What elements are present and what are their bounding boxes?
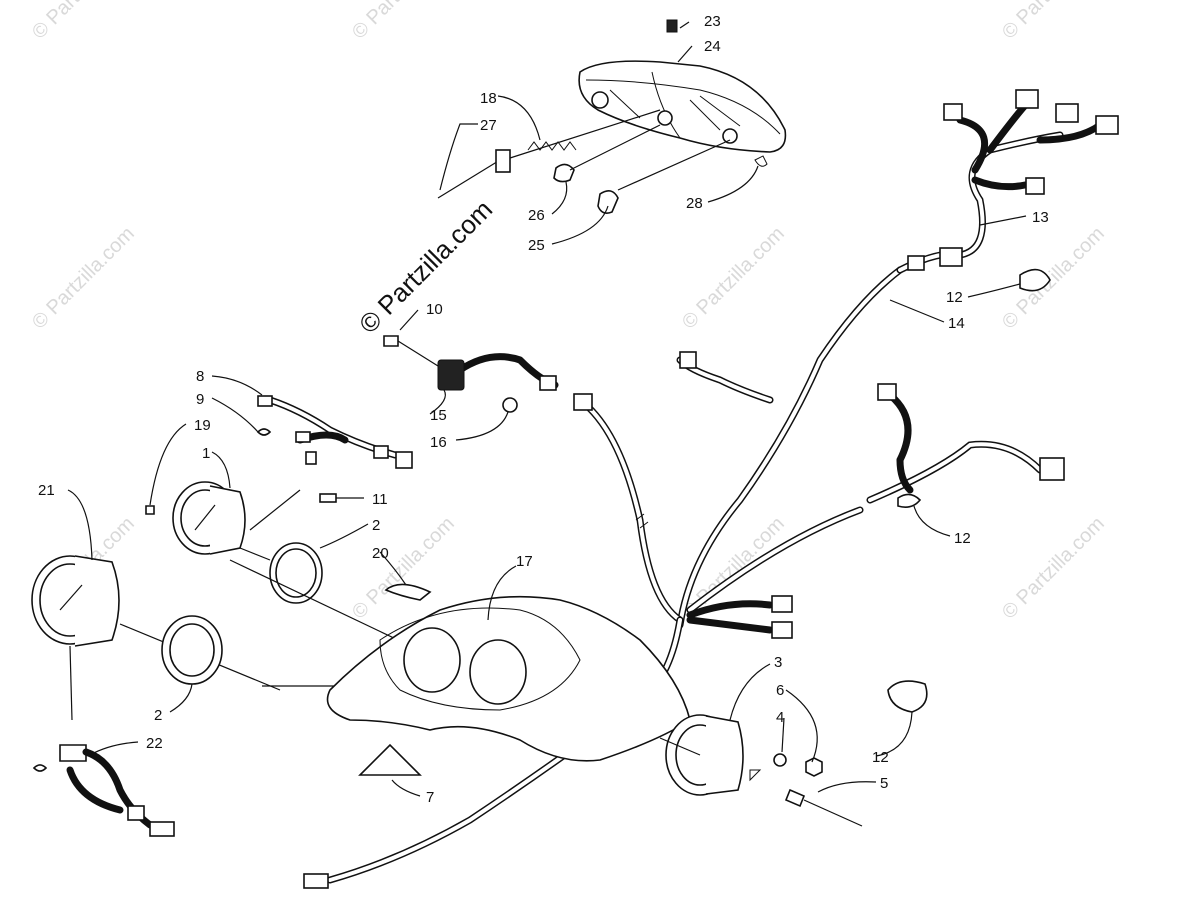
watermark: © Partzilla.com xyxy=(348,513,459,624)
callout-label: 25 xyxy=(528,237,545,254)
callout-label: 2 xyxy=(154,707,162,724)
callouts: 23 24 18 27 26 25 28 13 12 14 10 15 16 8… xyxy=(38,13,1049,806)
connector-icon xyxy=(907,255,925,271)
callout-label: 26 xyxy=(528,207,545,224)
connector-icon xyxy=(939,247,963,267)
callout-label: 5 xyxy=(880,775,888,792)
callout-label: 8 xyxy=(196,368,204,385)
clip-icon xyxy=(887,268,1051,713)
callout-label: 23 xyxy=(704,13,721,30)
bezel-ring-icon xyxy=(161,542,441,687)
connector-icon xyxy=(1015,89,1039,109)
callout-label: 14 xyxy=(948,315,965,332)
connector-icon xyxy=(877,383,897,401)
bolt-spring-icon xyxy=(437,109,768,214)
callout-label: 28 xyxy=(686,195,703,212)
callout-label: 18 xyxy=(480,90,497,107)
callout-label: 3 xyxy=(774,654,782,671)
connector-icon xyxy=(943,103,963,121)
callout-label: 22 xyxy=(146,735,163,752)
callout-label: 16 xyxy=(430,434,447,451)
callout-label: 17 xyxy=(516,553,533,570)
connector-icon xyxy=(1095,115,1119,135)
callout-label: 12 xyxy=(954,530,971,547)
callout-label: 15 xyxy=(430,407,447,424)
watermark: © Partzilla.com xyxy=(998,0,1109,44)
callout-label: 13 xyxy=(1032,209,1049,226)
small-harness-icon xyxy=(383,335,559,413)
callout-label: 11 xyxy=(372,491,388,508)
watermark: © Partzilla.com xyxy=(998,513,1109,624)
connector-icon xyxy=(771,621,793,639)
wiring-harness-icon xyxy=(303,89,1119,889)
connector-icon xyxy=(303,873,329,889)
headlight-icon xyxy=(578,19,787,153)
callout-label: 4 xyxy=(776,709,784,726)
callout-label: 7 xyxy=(426,789,434,806)
gauge-icon xyxy=(659,714,863,827)
socket-icon xyxy=(32,744,175,837)
connector-icon xyxy=(679,351,697,369)
callout-label: 24 xyxy=(704,38,721,55)
connector-icon xyxy=(1025,177,1045,195)
connector-icon xyxy=(573,393,593,411)
callout-label: 12 xyxy=(946,289,963,306)
connector-icon xyxy=(771,595,793,613)
callout-label: 2 xyxy=(372,517,380,534)
watermark: © Partzilla.com xyxy=(998,223,1109,334)
callout-label: 20 xyxy=(372,545,389,562)
watermark: © Partzilla.com xyxy=(678,223,789,334)
watermark: © Partzilla.com xyxy=(28,0,139,44)
callout-label: 21 xyxy=(38,482,55,499)
callout-label: 6 xyxy=(776,682,784,699)
gauge-icon xyxy=(31,555,281,721)
console-icon xyxy=(326,583,691,762)
callout-label: 1 xyxy=(202,445,210,462)
callout-label: 10 xyxy=(426,301,443,318)
callout-label: 9 xyxy=(196,391,204,408)
callout-label: 19 xyxy=(194,417,211,434)
gauge-wiring-icon xyxy=(256,395,413,503)
warning-decal-icon xyxy=(358,743,422,776)
callout-label: 12 xyxy=(872,749,889,766)
leader-lines xyxy=(67,21,1027,797)
connector-icon xyxy=(1039,457,1065,481)
callout-label: 27 xyxy=(480,117,497,134)
watermark: © Partzilla.com xyxy=(28,223,139,334)
gauge-icon xyxy=(145,481,301,561)
connector-icon xyxy=(1055,103,1079,123)
watermark: © Partzilla.com xyxy=(348,0,459,44)
clip-icon xyxy=(666,19,678,33)
